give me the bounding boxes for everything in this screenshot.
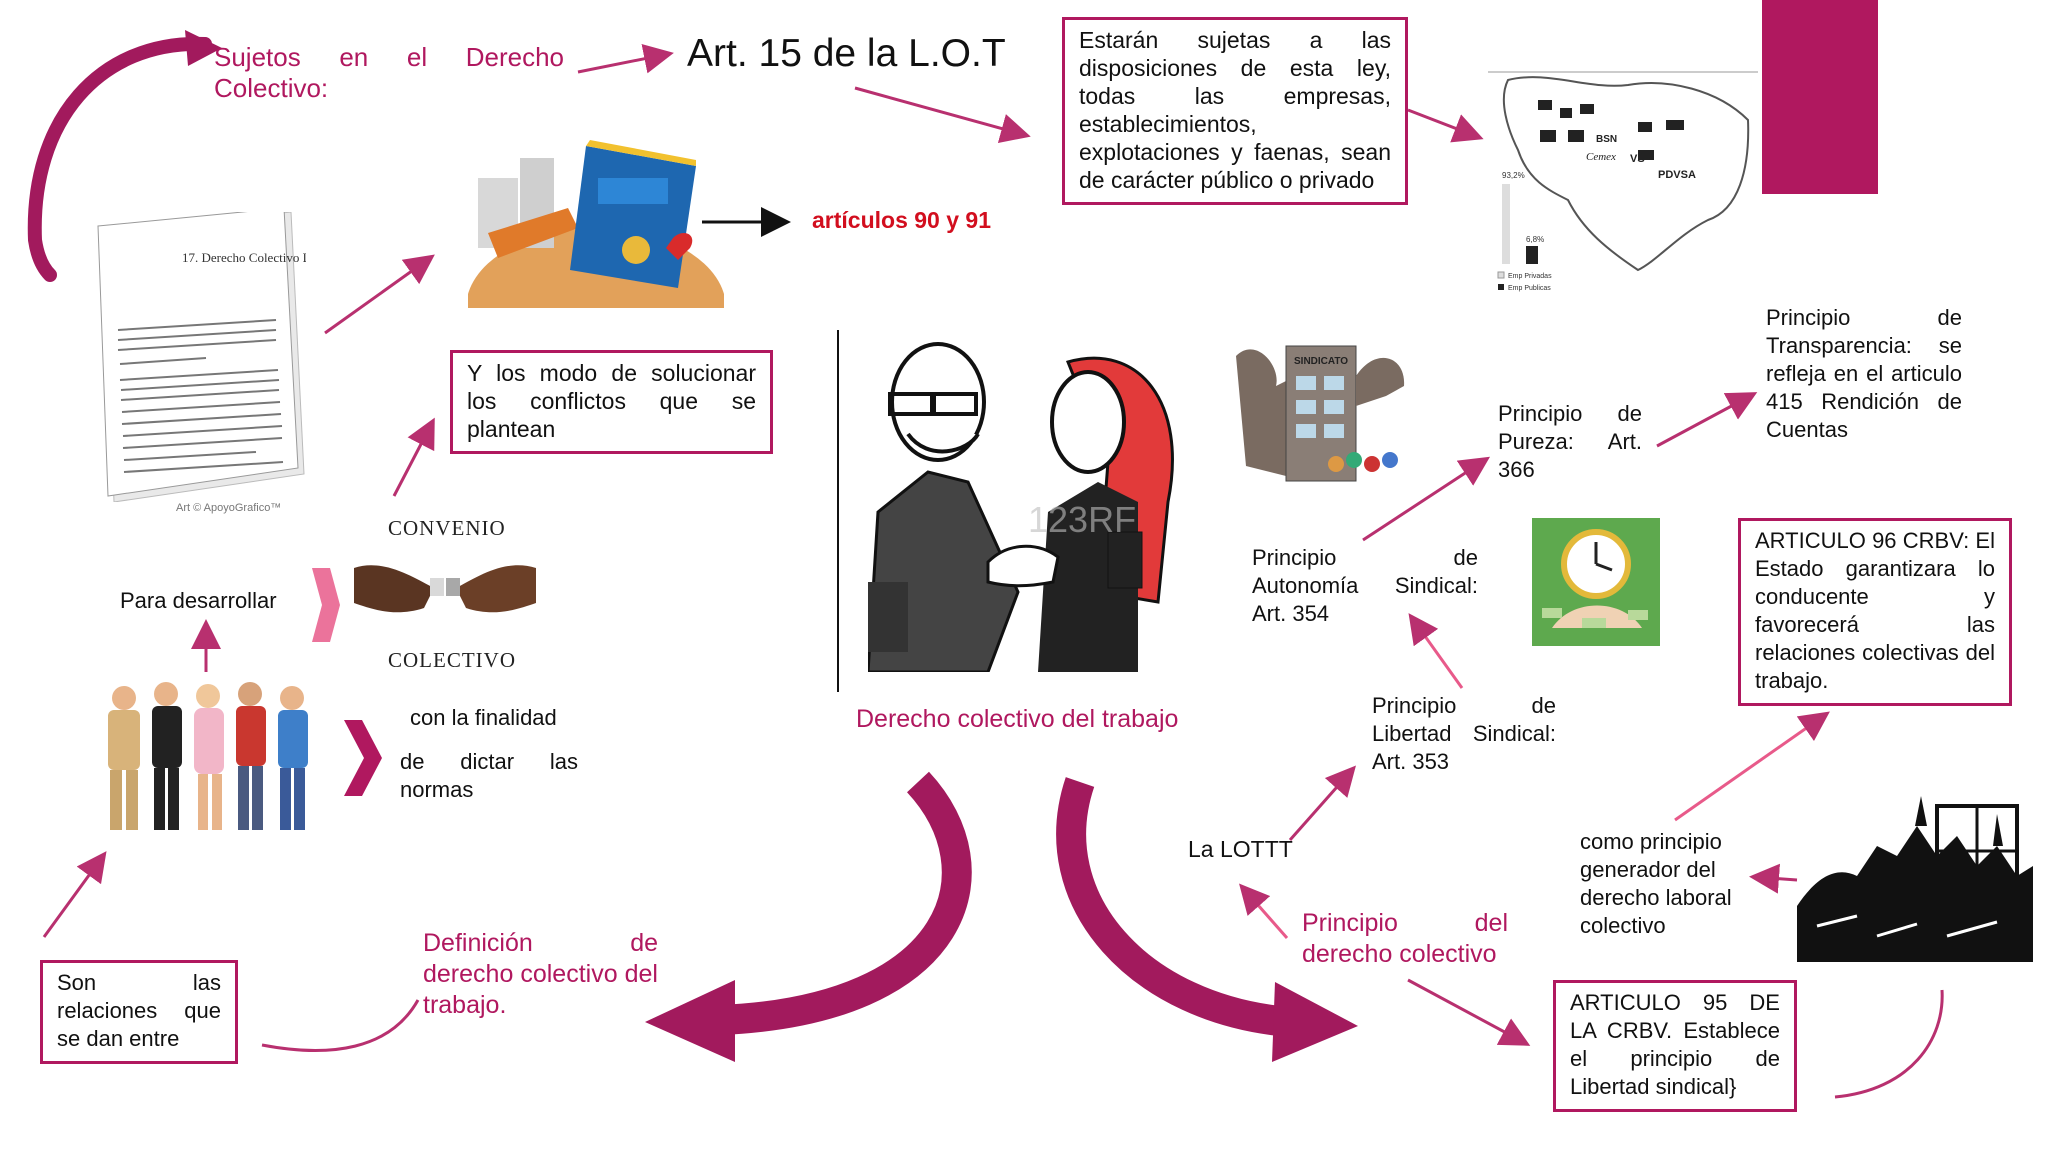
dictar-label: de dictar las normas (400, 749, 578, 802)
workers-group-illustration (108, 682, 308, 830)
son-box-text: Son las relaciones que se dan entre (57, 970, 221, 1051)
svg-text:Cemex: Cemex (1586, 151, 1616, 163)
doc-title-line: 17. Derecho Colectivo Del Trabajo (182, 250, 306, 265)
libertad-label: Principio de Libertad Sindical: Art. 353 (1372, 693, 1556, 774)
art95-box: ARTICULO 95 DE LA CRBV. Establece el pri… (1553, 980, 1797, 1112)
watermark-text: 123RF (1028, 499, 1136, 540)
conflictos-box-text: Y los modo de solucionar los conflictos … (467, 360, 756, 442)
art96-box: ARTICULO 96 CRBV: El Estado garantizara … (1738, 518, 2012, 706)
arrow-lottt-libertad (1288, 765, 1356, 841)
arrow-sujetos-art15 (577, 43, 674, 74)
svg-text:SINDICATO: SINDICATO (1294, 356, 1348, 367)
svg-text:Emp Publicas: Emp Publicas (1508, 285, 1551, 292)
art15-box: Estarán sujetas a las disposiciones de e… (1062, 17, 1408, 205)
pureza-label: Principio de Pureza: Art. 366 (1498, 401, 1642, 482)
handshake-illustration: 123RF (866, 342, 1174, 674)
constitution-illustration (466, 140, 726, 388)
sindicato-label: SINDICATO (1294, 356, 1348, 367)
art95-box-text: ARTICULO 95 DE LA CRBV. Establece el pri… (1570, 990, 1780, 1099)
venezuela-map-image: BSN Cemex VS PDVSA 93,2% 6,8% Emp Privad… (1488, 60, 1758, 300)
curve-son-definicion (261, 999, 420, 1053)
map-pct-publicas: 6,8% (1526, 235, 1544, 244)
convenio-bottom-text: COLECTIVO (388, 648, 516, 672)
arrow-son-people (42, 851, 107, 938)
map-legend-publicas: Emp Publicas (1508, 285, 1551, 292)
document-image: 17. Derecho Colectivo Del Trabajo Art © … (86, 207, 364, 514)
svg-text:93,2%: 93,2% (1502, 171, 1525, 180)
accent-bar (1762, 0, 1878, 194)
arrow-art15-box (854, 86, 1031, 144)
arrow-principio-lottt (1239, 883, 1289, 939)
hands-puzzle-illustration (354, 565, 536, 613)
svg-text:Emp Privadas: Emp Privadas (1508, 273, 1552, 280)
map-legend-privadas: Emp Privadas (1508, 273, 1552, 280)
map-logo-cemex: Cemex (1586, 151, 1616, 163)
autonomia-label: Principio de Autonomía Sindical: Art. 35… (1252, 545, 1478, 626)
svg-text:PDVSA: PDVSA (1658, 169, 1696, 181)
lottt-label: La LOTTT (1188, 836, 1293, 862)
arrow-workers-generador (1749, 863, 1798, 894)
big-curve-arrow-center-left (645, 771, 972, 1062)
svg-text:6,8%: 6,8% (1526, 235, 1544, 244)
handshake-image: 123RF (866, 342, 1180, 674)
svg-text:BSN: BSN (1596, 134, 1617, 145)
sindicato-illustration: SINDICATO (1236, 345, 1405, 482)
art96-box-text: ARTICULO 96 CRBV: El Estado garantizara … (1755, 528, 1995, 693)
center-title: Derecho colectivo del trabajo (856, 705, 1179, 733)
son-box: Son las relaciones que se dan entre (40, 960, 238, 1064)
principio-derecho-label: Principio del derecho colectivo (1302, 909, 1508, 968)
sindicato-image: SINDICATO (1226, 336, 1412, 486)
definicion-label: Definición de derecho colectivo del trab… (423, 929, 658, 1019)
constitution-image (466, 138, 726, 388)
svg-text:VS: VS (1630, 153, 1645, 165)
document-illustration: 17. Derecho Colectivo Del Trabajo (97, 207, 364, 503)
convenio-image: CONVENIO COLECTIVO (354, 512, 536, 672)
money-clock-illustration (1532, 518, 1660, 646)
sujetos-label: Sujetos en el Derecho Colectivo: (214, 42, 564, 103)
protest-workers-illustration (1797, 796, 2033, 962)
svg-text:123RF: 123RF (1028, 499, 1136, 540)
arrow-convenio-conflictos (392, 417, 435, 497)
arrow-generador-art96 (1674, 711, 1830, 822)
art15-box-text: Estarán sujetas a las disposiciones de e… (1079, 27, 1391, 193)
arrow-autonomia-pureza (1362, 456, 1491, 542)
doc-title-text: 17. Derecho Colectivo Del Trabajo (182, 250, 306, 265)
map-logo-bsn: BSN (1596, 134, 1617, 145)
doc-credit: Art © ApoyoGrafico™ (176, 502, 282, 514)
arrow-pureza-transparencia (1656, 392, 1758, 448)
generador-label: como principio generador del derecho lab… (1580, 829, 1732, 938)
arrow-libertad-autonomia (1408, 613, 1464, 689)
venezuela-map-illustration: BSN Cemex VS PDVSA 93,2% 6,8% Emp Privad… (1488, 71, 1758, 292)
finalidad-label: con la finalidad (410, 705, 557, 730)
art15-title: Art. 15 de la L.O.T (687, 32, 1006, 75)
convenio-top-text: CONVENIO (388, 516, 506, 540)
transparencia-label: Principio de Transparencia: se refleja e… (1766, 305, 1962, 442)
conflictos-box: Y los modo de solucionar los conflictos … (450, 350, 773, 454)
chevron-para-desarrollar (312, 568, 340, 642)
arrow-box-map (1407, 108, 1484, 143)
map-pct-privadas: 93,2% (1502, 171, 1525, 180)
big-curve-arrow-top-left (27, 30, 222, 282)
big-curve-arrow-center-right (1056, 777, 1358, 1062)
workers-group-image (100, 676, 320, 846)
arrow-principio-art95 (1407, 978, 1531, 1046)
money-clock-image (1532, 518, 1660, 646)
para-desarrollar-label: Para desarrollar (120, 588, 277, 613)
articulos-label: artículos 90 y 91 (812, 207, 991, 233)
map-logo-vs: VS (1630, 153, 1645, 165)
map-logo-pdvsa: PDVSA (1658, 169, 1696, 181)
curve-art95-workers (1834, 989, 1944, 1099)
chevron-finalidad (344, 720, 382, 796)
arrow-doc-constitution (324, 254, 435, 335)
protest-workers-image (1797, 796, 2033, 962)
